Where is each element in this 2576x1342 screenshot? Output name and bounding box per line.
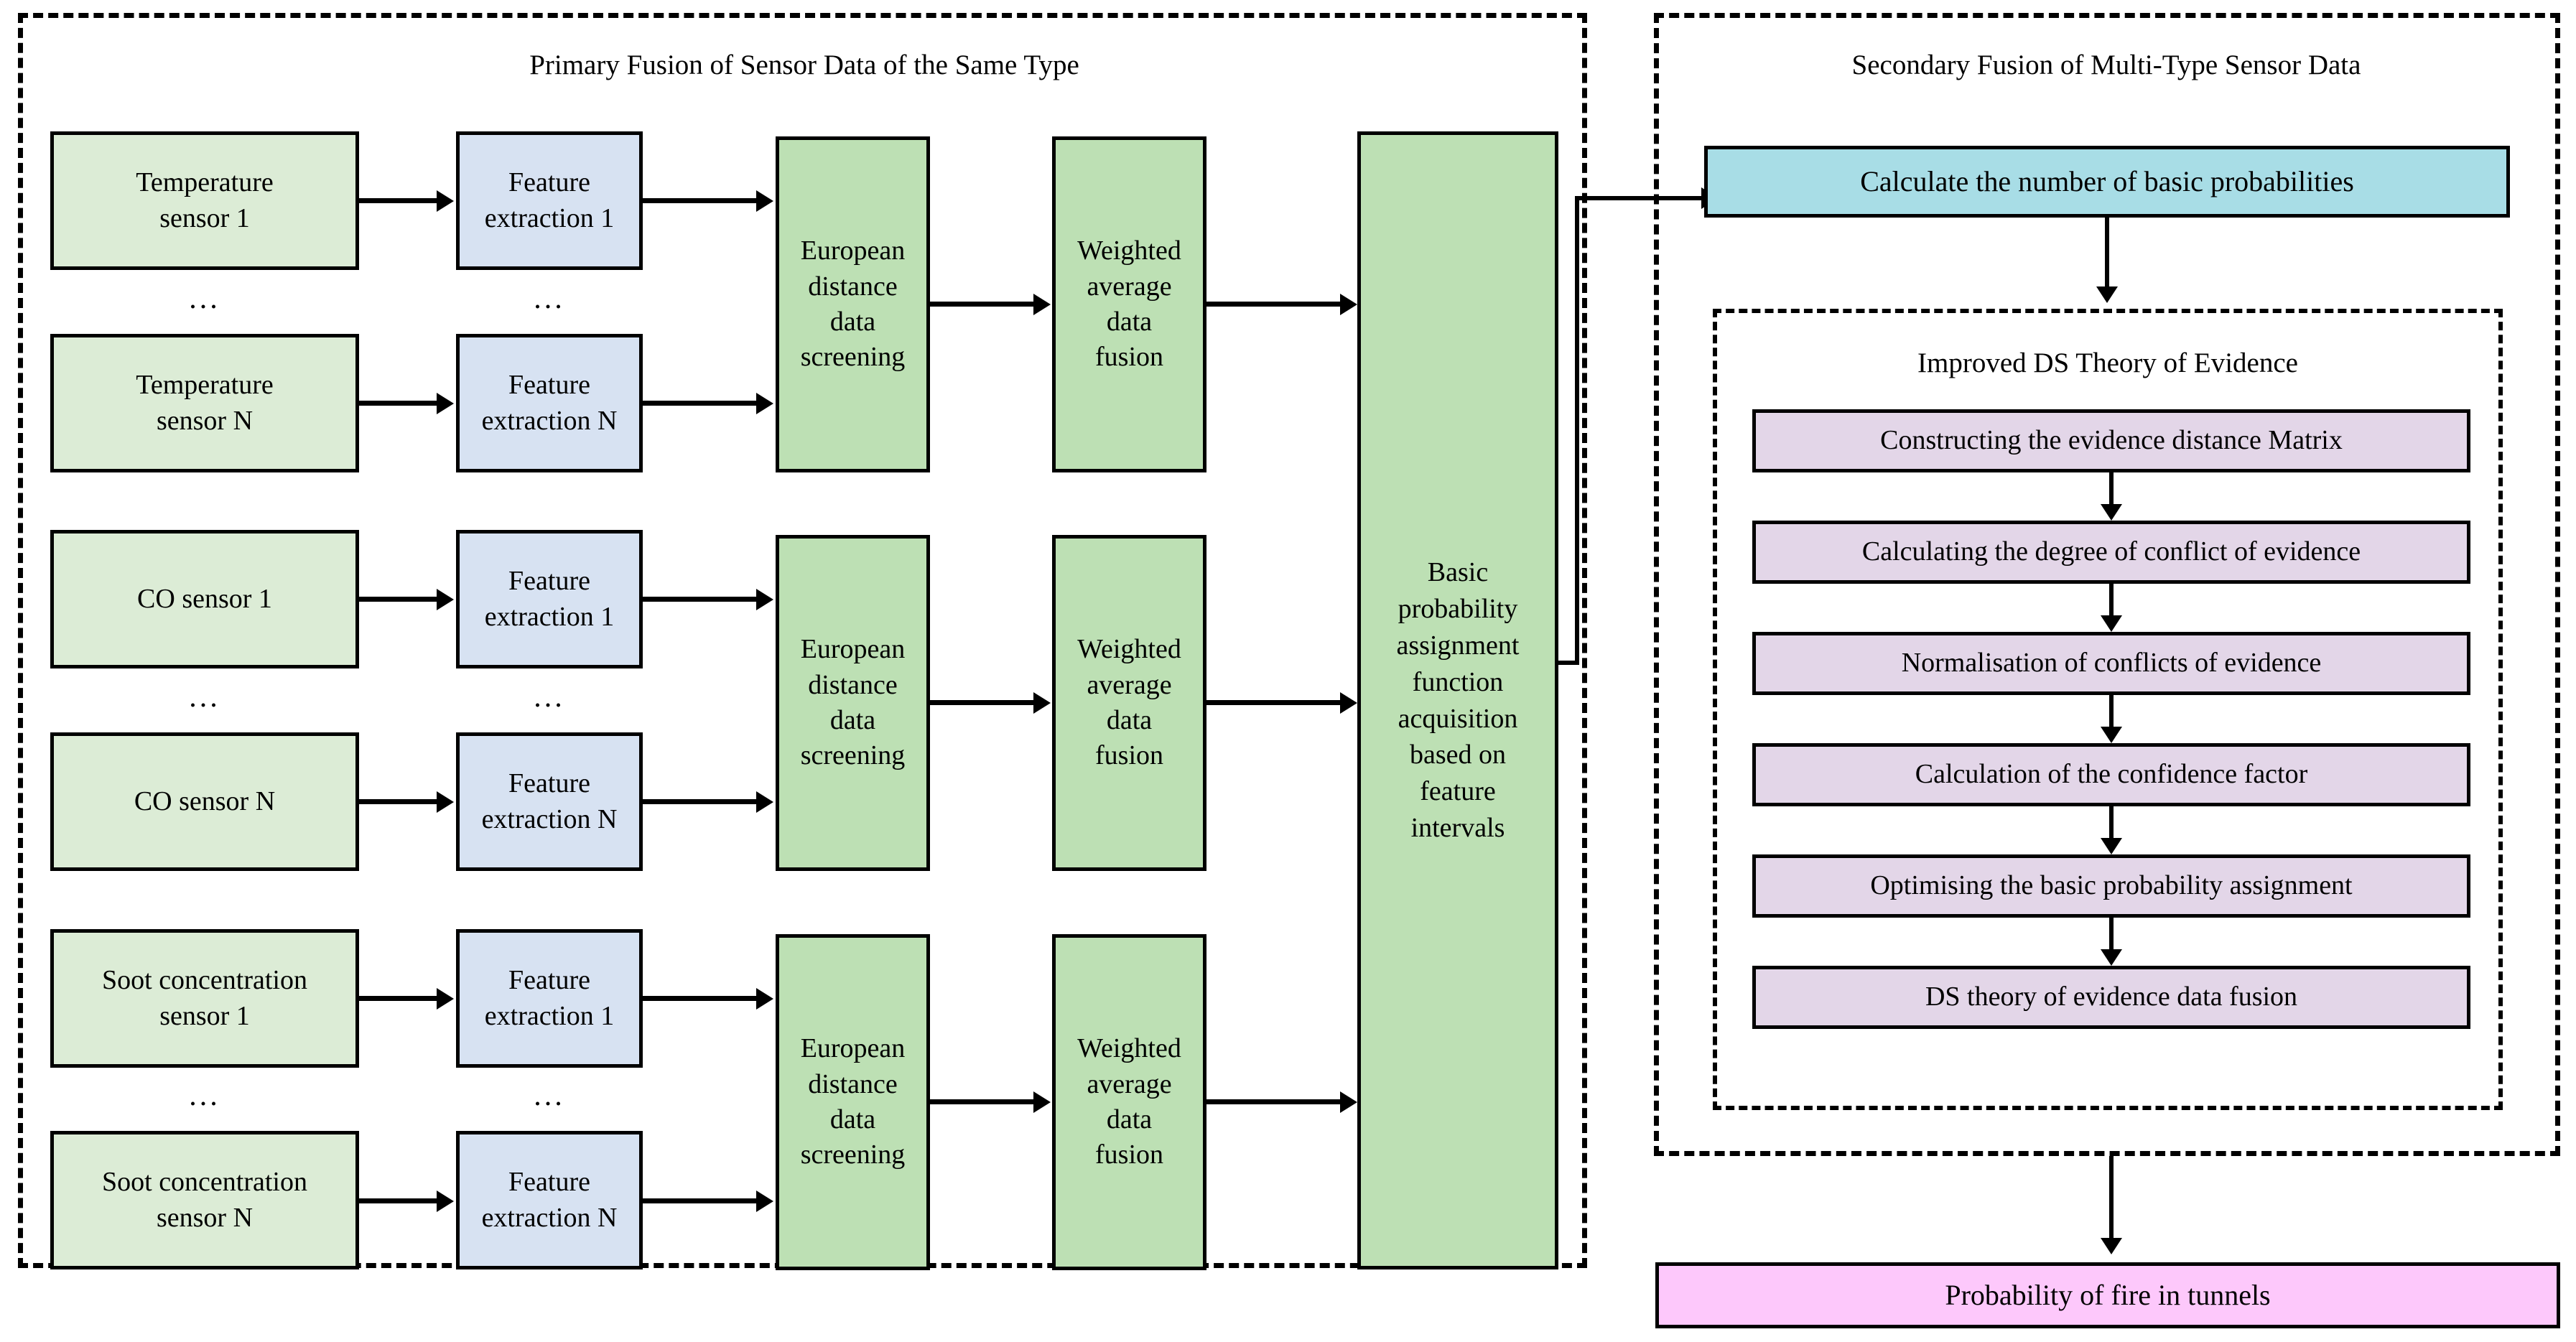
box-label: Optimising the basic probability assignm… [1870, 870, 2353, 901]
arrow-temp-sensor1-to-feature1 [359, 198, 440, 203]
arrow-co-sensorn-to-featuren [359, 799, 440, 804]
arrow-co-screening-to-fusion [930, 700, 1036, 705]
arrow-soot-fusion-to-bpa [1206, 1099, 1343, 1104]
secondary-fusion-panel [1654, 13, 2560, 1156]
ds-step-5-optimising-basic-probability-assignment[interactable]: Optimising the basic probability assignm… [1752, 854, 2470, 918]
arrow-soot-sensor1-to-feature1 [359, 996, 440, 1001]
box-calculate-basic-probabilities[interactable]: Calculate the number of basic probabilit… [1704, 146, 2510, 218]
box-co-sensor-n[interactable]: CO sensor N [50, 732, 359, 871]
secondary-fusion-panel-title: Secondary Fusion of Multi-Type Sensor Da… [1851, 50, 2361, 80]
arrow-ds-step-5-to-6 [2109, 918, 2114, 952]
arrow-calculate-to-ds-panel [2105, 218, 2109, 289]
arrow-ds-step-1-to-2 [2109, 472, 2114, 507]
primary-fusion-panel-title: Primary Fusion of Sensor Data of the Sam… [529, 50, 1079, 80]
arrow-co-fusion-to-bpa [1206, 700, 1343, 705]
arrow-co-featuren-to-screening [643, 799, 759, 804]
ellipsis-temperature-sensors: ... [189, 282, 220, 315]
improved-ds-theory-panel-title: Improved DS Theory of Evidence [1917, 348, 2298, 378]
box-label: DS theory of evidence data fusion [1925, 982, 2298, 1012]
arrow-temp-screening-to-fusion [930, 302, 1036, 307]
ds-step-1-constructing-evidence-distance-matrix[interactable]: Constructing the evidence distance Matri… [1752, 409, 2470, 472]
arrow-ds-panel-to-result [2109, 1156, 2114, 1241]
arrow-co-sensor1-to-feature1 [359, 597, 440, 602]
arrow-temp-feature1-to-screening [643, 198, 759, 203]
arrow-ds-step-2-to-3 [2109, 584, 2114, 618]
box-label: Calculating the degree of conflict of ev… [1861, 536, 2361, 567]
ellipsis-co-features: ... [534, 681, 565, 714]
arrow-temp-featuren-to-screening [643, 401, 759, 406]
arrow-temp-fusion-to-bpa [1206, 302, 1343, 307]
ds-step-6-ds-theory-evidence-data-fusion[interactable]: DS theory of evidence data fusion [1752, 966, 2470, 1029]
box-label: CO sensor N [134, 786, 276, 816]
ds-step-2-calculating-degree-of-conflict[interactable]: Calculating the degree of conflict of ev… [1752, 521, 2470, 584]
box-label: Calculation of the confidence factor [1915, 759, 2308, 790]
arrow-co-feature1-to-screening [643, 597, 759, 602]
ellipsis-co-sensors: ... [189, 681, 220, 714]
box-label: Calculate the number of basic probabilit… [1860, 165, 2354, 197]
ellipsis-temperature-features: ... [534, 282, 565, 315]
ds-step-3-normalisation-of-conflicts[interactable]: Normalisation of conflicts of evidence [1752, 632, 2470, 695]
arrow-soot-featuren-to-screening [643, 1198, 759, 1203]
box-probability-of-fire-in-tunnels[interactable]: Probability of fire in tunnels [1655, 1262, 2560, 1328]
arrow-ds-step-4-to-5 [2109, 806, 2114, 841]
box-co-sensor-1[interactable]: CO sensor 1 [50, 530, 359, 668]
arrow-soot-sensorn-to-featuren [359, 1198, 440, 1203]
box-label: CO sensor 1 [137, 583, 272, 614]
improved-ds-theory-panel [1713, 309, 2503, 1110]
box-label: Probability of fire in tunnels [1945, 1279, 2271, 1311]
arrow-soot-screening-to-fusion [930, 1099, 1036, 1104]
ds-step-4-calculation-of-confidence-factor[interactable]: Calculation of the confidence factor [1752, 743, 2470, 806]
ellipsis-soot-features: ... [534, 1079, 565, 1112]
arrow-temp-sensorn-to-featuren [359, 401, 440, 406]
ellipsis-soot-sensors: ... [189, 1079, 220, 1112]
connector-bpa-to-calculate [1555, 190, 1856, 693]
arrow-soot-feature1-to-screening [643, 996, 759, 1001]
box-label: Normalisation of conflicts of evidence [1901, 648, 2322, 679]
arrow-ds-step-3-to-4 [2109, 695, 2114, 730]
box-label: Constructing the evidence distance Matri… [1880, 425, 2343, 456]
